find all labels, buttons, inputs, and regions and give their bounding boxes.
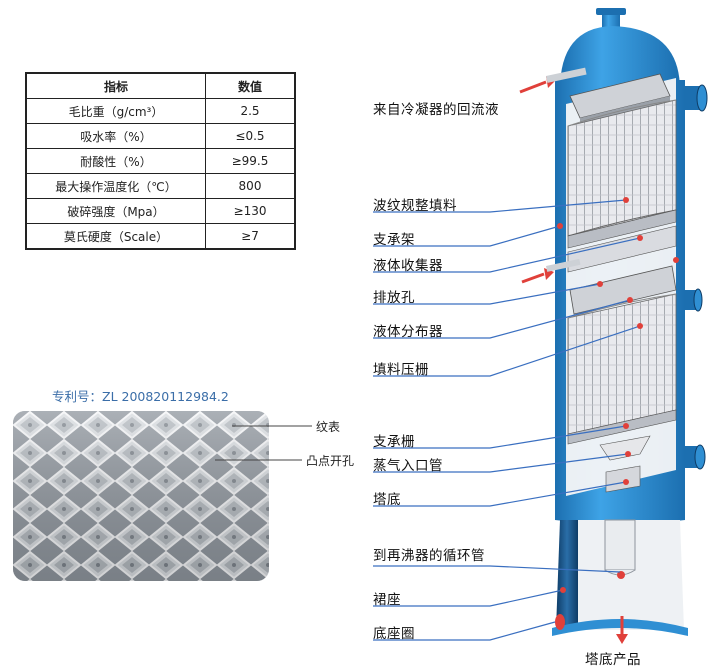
table-row: 莫氏硬度（Scale）≥7 (25, 223, 296, 250)
row-key: 莫氏硬度（Scale） (25, 223, 206, 250)
reboiler-pipe (604, 519, 636, 571)
label-skirt: 裙座 (373, 592, 401, 608)
table-row: 耐酸性（%）≥99.5 (25, 148, 296, 174)
label-raised-hole: 凸点开孔 (306, 454, 355, 468)
label-hold-down: 填料压栅 (373, 362, 429, 378)
table-row: 毛比重（g/cm³）2.5 (25, 98, 296, 124)
packing-photo (13, 411, 269, 581)
label-drain: 排放孔 (373, 290, 415, 306)
row-key: 耐酸性（%） (25, 148, 206, 174)
vessel-head (560, 26, 680, 90)
label-reboiler: 到再沸器的循环管 (373, 548, 485, 564)
label-packing: 波纹规整填料 (373, 198, 457, 214)
row-value: ≥7 (205, 223, 296, 250)
row-value: ≥130 (205, 198, 296, 224)
label-distributor: 液体分布器 (373, 324, 443, 340)
label-bottom-product: 塔底产品 (585, 652, 641, 668)
label-support: 支承架 (373, 232, 415, 248)
table-header-value: 数值 (205, 72, 296, 99)
property-table: 指标 数值 毛比重（g/cm³）2.5 吸水率（%）≤0.5 耐酸性（%）≥99… (25, 72, 296, 250)
table-row: 最大操作温度化（℃）800 (25, 173, 296, 199)
steam-inlet-arrow (521, 268, 554, 284)
liquid-distributor (569, 265, 677, 315)
row-key: 毛比重（g/cm³） (25, 98, 206, 124)
corrugated-packing-image (13, 411, 269, 581)
label-bottom: 塔底 (373, 492, 401, 508)
row-key: 最大操作温度化（℃） (25, 173, 206, 199)
label-support-grid: 支承栅 (373, 434, 415, 450)
bottom-product-arrow (616, 616, 628, 644)
label-base-ring: 底座圈 (373, 626, 415, 642)
label-collector: 液体收集器 (373, 258, 443, 274)
support-grid-upper (567, 209, 677, 249)
row-value: ≥99.5 (205, 148, 296, 174)
table-row: 破碎强度（Mpa）≥130 (25, 198, 296, 224)
leader-lines (373, 199, 641, 641)
lower-packing-bed (567, 293, 677, 435)
base-ring (552, 619, 688, 636)
row-key: 破碎强度（Mpa） (25, 198, 206, 224)
patent-number: 专利号：ZL 200820112984.2 (52, 389, 229, 404)
label-surface: 纹表 (316, 420, 341, 434)
label-reflux: 来自冷凝器的回流液 (373, 102, 499, 118)
label-steam-inlet: 蒸气入口管 (373, 458, 443, 474)
leader-dots (557, 197, 679, 593)
